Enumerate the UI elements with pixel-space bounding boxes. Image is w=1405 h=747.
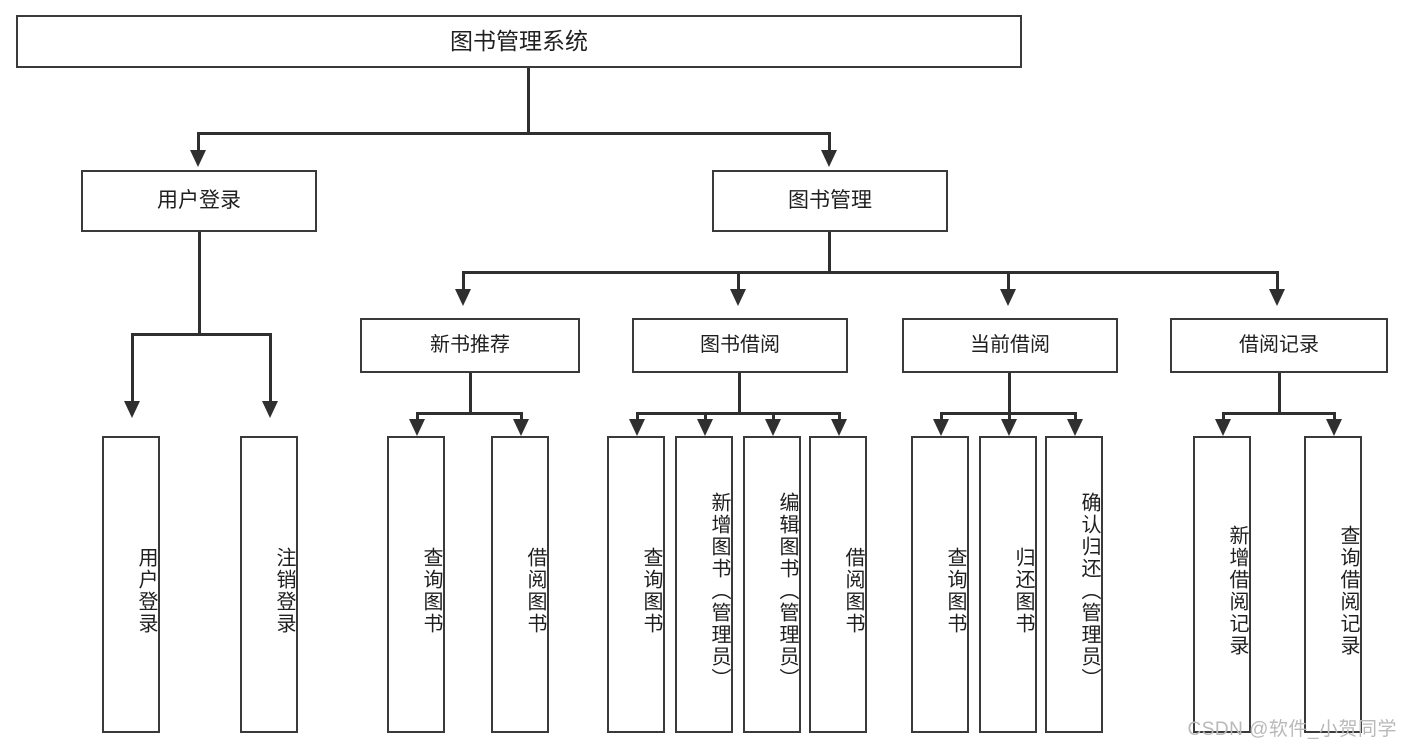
leaf-new-book-query[interactable]: 查询图书: [387, 436, 445, 733]
connector-book-borrow-drop-4: [838, 412, 841, 420]
arrowhead-borrow-record-leaf-2: [1326, 419, 1342, 436]
node-label: 图书管理系统: [450, 27, 588, 54]
arrowhead-to-borrow-record: [1269, 289, 1285, 306]
connector-current-borrow-drop-1: [940, 412, 943, 420]
connector-book-borrow-drop-1: [636, 412, 639, 420]
node-label: 归还图书: [1012, 546, 1034, 635]
arrowhead-new-book-leaf-1: [409, 419, 425, 436]
node-root-system[interactable]: 图书管理系统: [16, 15, 1022, 68]
connector-root-drop-right: [828, 132, 831, 150]
connector-new-book-drop-1: [416, 412, 419, 420]
arrowhead-current-borrow-leaf-3: [1067, 419, 1083, 436]
connector-user-login-drop-1: [131, 333, 134, 401]
leaf-current-borrow-query[interactable]: 查询图书: [911, 436, 969, 733]
node-label: 编辑图书（管理员）: [776, 491, 798, 690]
node-label: 借阅图书: [524, 546, 546, 635]
node-current-borrow[interactable]: 当前借阅: [902, 318, 1118, 373]
arrowhead-borrow-record-leaf-1: [1215, 419, 1231, 436]
connector-level3-drop-2: [737, 271, 740, 289]
arrowhead-user-login-leaf-2: [262, 401, 278, 418]
connector-current-borrow-stem: [1008, 373, 1011, 415]
connector-new-book-stem: [469, 373, 472, 415]
leaf-book-borrow-add[interactable]: 新增图书（管理员）: [675, 436, 733, 733]
connector-book-borrow-stem: [738, 373, 741, 415]
watermark-text: CSDN @软件_小贺同学: [1187, 719, 1397, 740]
node-label: 确认归还（管理员）: [1078, 491, 1100, 690]
connector-new-book-drop-2: [520, 412, 523, 420]
arrowhead-to-book-borrow: [730, 289, 746, 306]
connector-new-book-bus: [416, 412, 523, 415]
leaf-book-borrow-query[interactable]: 查询图书: [607, 436, 665, 733]
arrowhead-book-borrow-leaf-2: [697, 419, 713, 436]
connector-current-borrow-drop-3: [1074, 412, 1077, 420]
leaf-book-borrow-edit[interactable]: 编辑图书（管理员）: [743, 436, 801, 733]
arrowhead-to-current-borrow: [1000, 289, 1016, 306]
node-label: 查询图书: [640, 546, 662, 635]
connector-user-login-bus: [131, 333, 271, 336]
connector-level3-drop-1: [462, 271, 465, 289]
node-label: 新书推荐: [430, 333, 510, 356]
connector-current-borrow-drop-2: [1008, 412, 1011, 420]
connector-book-borrow-drop-3: [772, 412, 775, 420]
arrowhead-to-new-book: [455, 289, 471, 306]
leaf-user-login-login[interactable]: 用户登录: [102, 436, 160, 733]
connector-borrow-record-bus: [1222, 412, 1336, 415]
arrowhead-current-borrow-leaf-1: [933, 419, 949, 436]
node-label: 图书借阅: [700, 333, 780, 356]
arrowhead-new-book-leaf-2: [513, 419, 529, 436]
node-label: 注销登录: [273, 546, 295, 635]
leaf-current-borrow-confirm-return[interactable]: 确认归还（管理员）: [1045, 436, 1103, 733]
connector-user-login-drop-2: [269, 333, 272, 401]
connector-borrow-record-drop-2: [1333, 412, 1336, 420]
node-label: 借阅记录: [1239, 333, 1319, 356]
node-borrow-record[interactable]: 借阅记录: [1170, 318, 1388, 373]
arrowhead-current-borrow-leaf-2: [1001, 419, 1017, 436]
node-label: 借阅图书: [842, 546, 864, 635]
node-label: 用户登录: [157, 188, 241, 212]
node-new-book-recommend[interactable]: 新书推荐: [360, 318, 580, 373]
connector-level3-drop-3: [1007, 271, 1010, 289]
node-label: 查询图书: [944, 546, 966, 635]
node-user-login[interactable]: 用户登录: [81, 170, 317, 232]
connector-book-borrow-bus: [636, 412, 841, 415]
connector-borrow-record-stem: [1278, 373, 1281, 415]
node-label: 新增图书（管理员）: [708, 491, 730, 690]
connector-root-stem: [527, 68, 530, 134]
connector-level3-bus: [462, 271, 1279, 274]
arrowhead-book-borrow-leaf-3: [765, 419, 781, 436]
leaf-current-borrow-return[interactable]: 归还图书: [979, 436, 1037, 733]
node-book-borrow[interactable]: 图书借阅: [632, 318, 848, 373]
connector-root-drop-left: [197, 132, 200, 150]
node-book-manage[interactable]: 图书管理: [712, 170, 948, 232]
leaf-new-book-borrow[interactable]: 借阅图书: [491, 436, 549, 733]
node-label: 新增借阅记录: [1226, 524, 1248, 657]
connector-book-borrow-drop-2: [704, 412, 707, 420]
leaf-borrow-record-add[interactable]: 新增借阅记录: [1193, 436, 1251, 733]
node-label: 当前借阅: [970, 333, 1050, 356]
arrowhead-to-book-manage: [821, 150, 837, 167]
node-label: 查询图书: [420, 546, 442, 635]
connector-user-login-stem: [198, 232, 201, 335]
leaf-user-login-logout[interactable]: 注销登录: [240, 436, 298, 733]
connector-level3-drop-4: [1276, 271, 1279, 289]
arrowhead-user-login-leaf-1: [124, 401, 140, 418]
connector-book-manage-stem: [828, 232, 831, 274]
connector-borrow-record-drop-1: [1222, 412, 1225, 420]
arrowhead-book-borrow-leaf-1: [629, 419, 645, 436]
node-label: 图书管理: [788, 188, 872, 212]
node-label: 查询借阅记录: [1337, 524, 1359, 657]
connector-root-bus: [197, 132, 830, 135]
arrowhead-to-user-login: [190, 150, 206, 167]
leaf-book-borrow-borrow[interactable]: 借阅图书: [809, 436, 867, 733]
arrowhead-book-borrow-leaf-4: [831, 419, 847, 436]
leaf-borrow-record-query[interactable]: 查询借阅记录: [1304, 436, 1362, 733]
node-label: 用户登录: [135, 546, 157, 635]
